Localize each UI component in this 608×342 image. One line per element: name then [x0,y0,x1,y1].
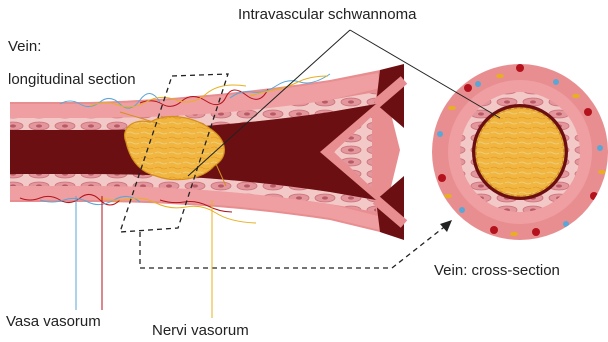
vein-longitudinal-label-line1: Vein: [8,38,41,56]
section-arrow-head [440,220,452,232]
nervi-vasorum-label: Nervi vasorum [152,322,249,340]
vein-longitudinal-label-line2: longitudinal section [8,71,136,89]
cross-section-tumor [476,108,564,196]
vein-cross-section-label: Vein: cross-section [434,262,560,280]
intravascular-schwannoma-label: Intravascular schwannoma [238,6,416,24]
longitudinal-vessel [10,64,404,240]
vasa-vasorum-label: Vasa vasorum [6,313,101,331]
cross-section [432,64,608,240]
